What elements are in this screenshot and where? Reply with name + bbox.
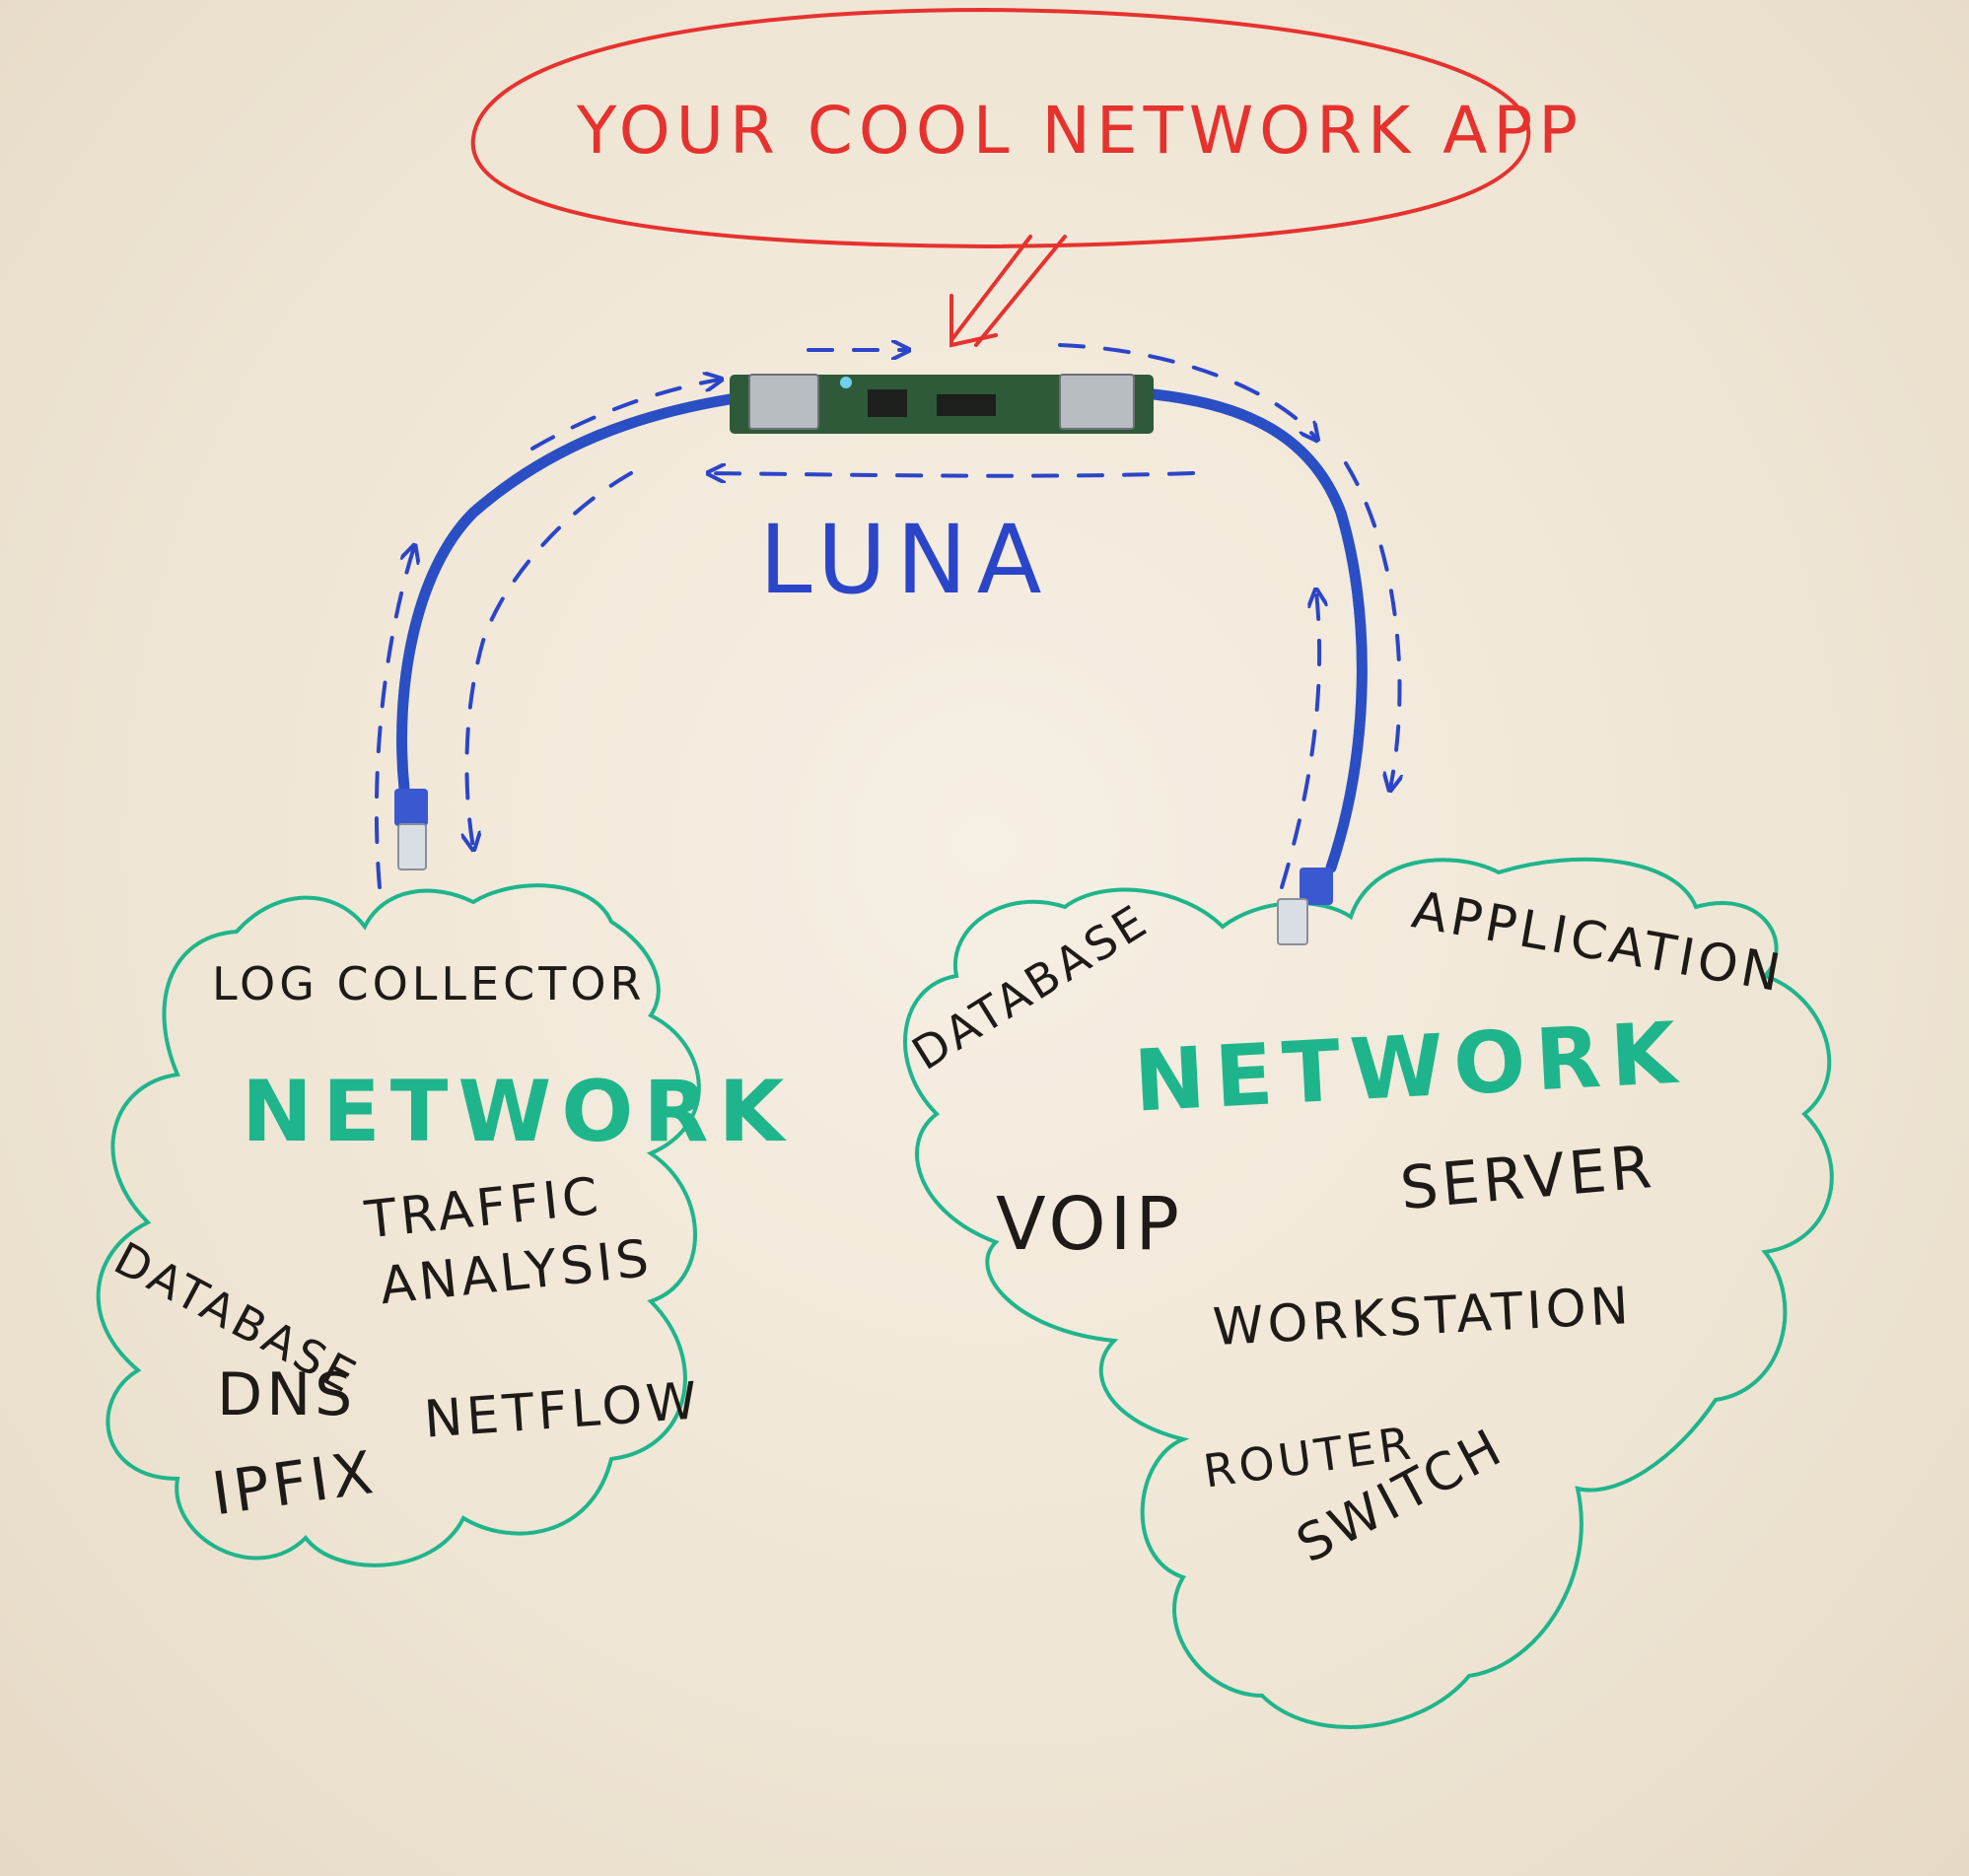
flow-arrow-bottom-center	[710, 473, 1195, 476]
flow-arrow-top-left	[530, 380, 720, 451]
flow-arrow-right-down	[1344, 461, 1400, 789]
luna-device	[730, 374, 1154, 434]
right-cable	[1148, 388, 1368, 873]
right-voip-label: VoIP	[996, 1182, 1184, 1267]
flow-arrow-left-up	[374, 547, 414, 889]
app-label: Your Cool Network App	[577, 93, 1583, 169]
flow-arrow-left-down	[466, 471, 633, 848]
left-dns-label: DNS	[217, 1360, 357, 1429]
left-network-title: Network	[242, 1063, 795, 1161]
app-oval	[470, 7, 1531, 249]
flow-arrow-right-up	[1280, 591, 1319, 889]
flow-arrow-top-right	[1058, 343, 1316, 439]
right-rj45-plug	[1277, 868, 1333, 945]
left-network-cloud	[96, 883, 701, 1567]
flow-arrows	[374, 343, 1400, 889]
app-arrow	[949, 235, 1067, 348]
left-cable	[396, 393, 736, 795]
right-network-cloud	[903, 857, 1834, 1729]
luna-label: LUNA	[759, 505, 1052, 615]
left-log-collector-label: Log Collector	[212, 957, 646, 1010]
left-rj45-plug	[394, 789, 428, 870]
